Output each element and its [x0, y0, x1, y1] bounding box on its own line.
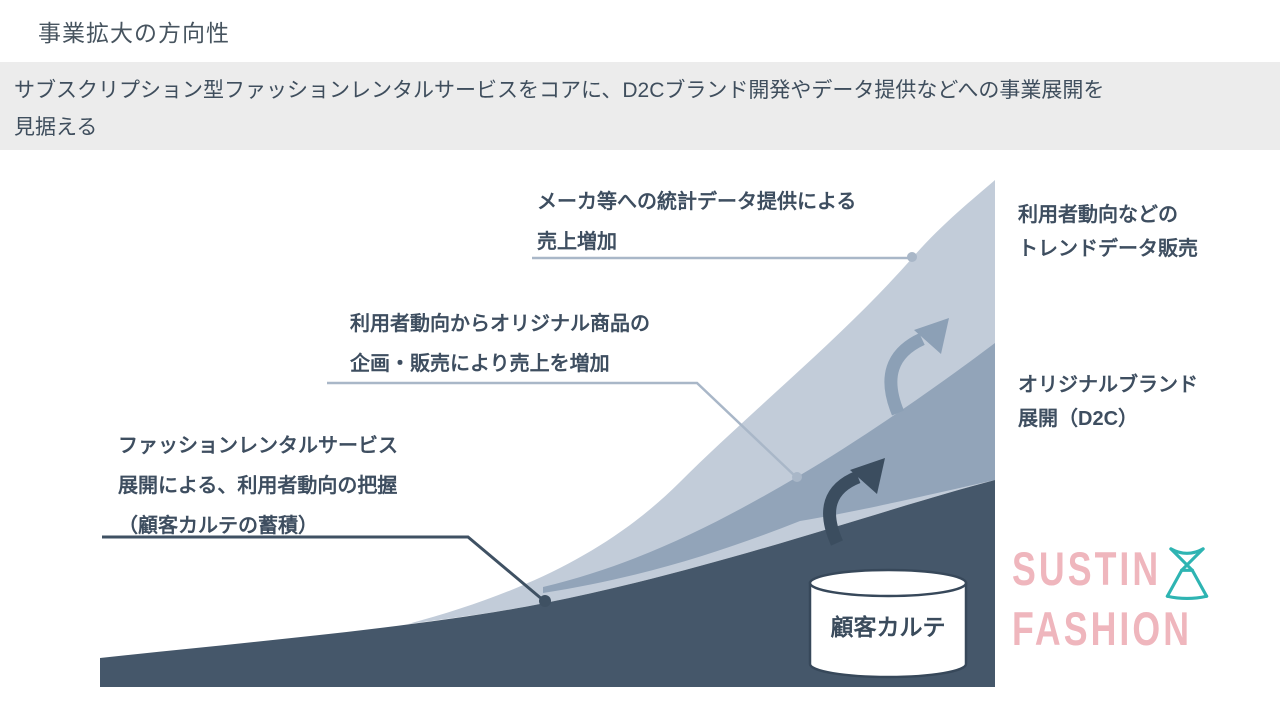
- dress-icon: [1166, 547, 1209, 601]
- label-trend-line-1: 利用者動向などの: [1018, 204, 1178, 226]
- subtitle-text: サブスクリプション型ファッションレンタルサービスをコアに、D2Cブランド開発やデ…: [14, 72, 1266, 146]
- subtitle-line-1: サブスクリプション型ファッションレンタルサービスをコアに、D2Cブランド開発やデ…: [14, 79, 1105, 102]
- label-brand-line-1: オリジナルブランド: [1018, 374, 1198, 396]
- label-trend-data-sales: 利用者動向などの トレンドデータ販売: [1018, 198, 1198, 266]
- annotation-d2c: 利用者動向からオリジナル商品の 企画・販売により売上を増加: [350, 304, 650, 384]
- subtitle-line-2: 見据える: [14, 116, 98, 139]
- logo-text-line-2: FASHION: [1012, 602, 1193, 655]
- cylinder-label: 顧客カルテ: [831, 614, 946, 640]
- logo-sustin-fashion: SUSTIN FASHION: [1012, 542, 1249, 656]
- growth-arrow-dark: [823, 458, 885, 546]
- annotation-d2c-line-1: 利用者動向からオリジナル商品の: [350, 313, 650, 335]
- growth-curves-svg: 顧客カルテ: [100, 180, 995, 687]
- annotation-data-sales: メーカ等への統計データ提供による 売上増加: [537, 182, 856, 262]
- subtitle-bar: サブスクリプション型ファッションレンタルサービスをコアに、D2Cブランド開発やデ…: [0, 62, 1280, 150]
- label-original-brand: オリジナルブランド 展開（D2C）: [1018, 368, 1198, 436]
- label-brand-line-2: 展開（D2C）: [1018, 408, 1139, 430]
- leader-rental: [102, 535, 551, 607]
- page-title: 事業拡大の方向性: [38, 20, 230, 46]
- label-trend-line-2: トレンドデータ販売: [1018, 238, 1198, 260]
- annotation-data-sales-line-2: 売上増加: [537, 231, 617, 253]
- customer-database-cylinder: 顧客カルテ: [808, 568, 968, 679]
- light-growth-layer: [408, 180, 995, 624]
- annotation-data-sales-line-1: メーカ等への統計データ提供による: [537, 191, 857, 213]
- leader-d2c: [327, 381, 802, 482]
- annotation-rental-line-2: 展開による、利用者動向の把握: [118, 475, 398, 497]
- mid-growth-layer: [543, 343, 995, 593]
- dark-growth-layer: [100, 480, 995, 687]
- growth-diagram: 顧客カルテ メーカ等への統計データ提供による 売上増加 利用者動向からオリジナル…: [100, 180, 995, 690]
- annotation-rental-line-1: ファッションレンタルサービス: [118, 435, 398, 457]
- growth-arrow-light: [884, 318, 949, 416]
- annotation-rental-line-3: （顧客カルテの蓄積）: [118, 515, 318, 537]
- logo-text-line-1: SUSTIN: [1012, 542, 1162, 595]
- annotation-d2c-line-2: 企画・販売により売上を増加: [350, 353, 610, 375]
- leader-data-sales: [532, 252, 917, 262]
- annotation-rental: ファッションレンタルサービス 展開による、利用者動向の把握 （顧客カルテの蓄積）: [118, 426, 398, 546]
